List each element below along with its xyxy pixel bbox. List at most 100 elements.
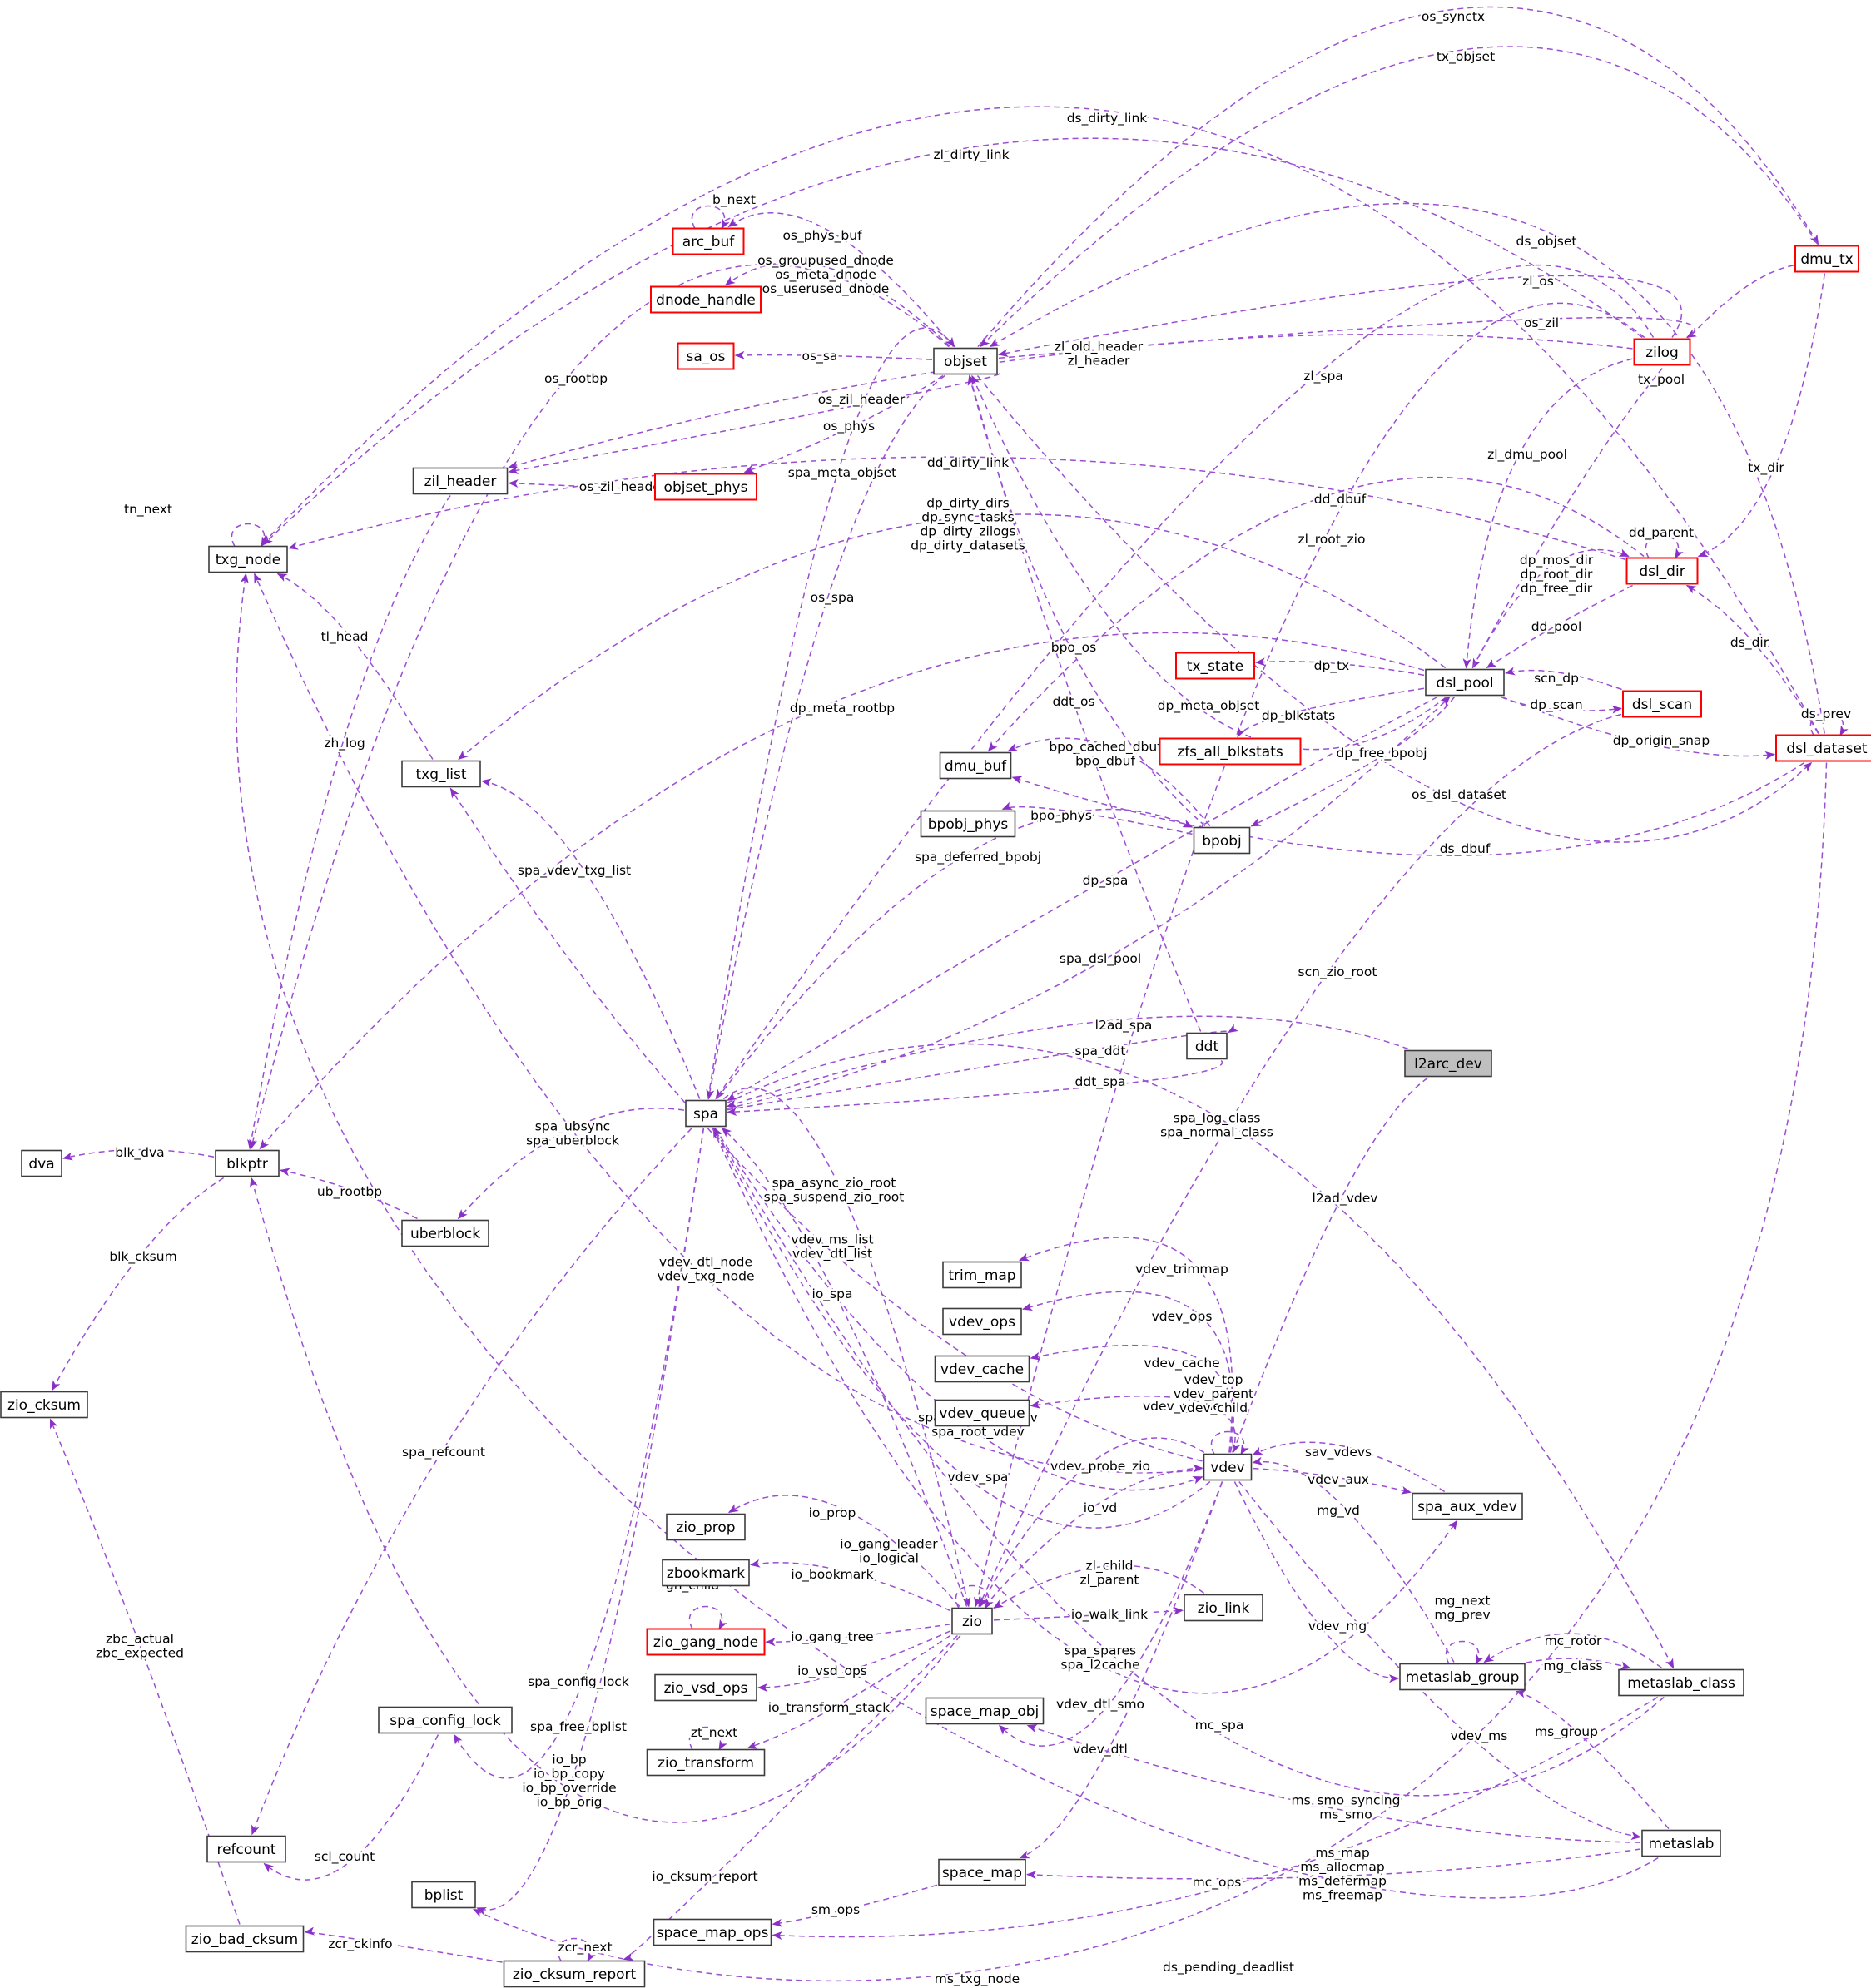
node-vdev[interactable]: vdev — [1203, 1453, 1253, 1481]
node-vdev_cache[interactable]: vdev_cache — [934, 1355, 1030, 1383]
node-box-space_map_ops[interactable] — [653, 1918, 772, 1946]
node-box-uberblock[interactable] — [401, 1219, 489, 1247]
node-box-space_map_obj[interactable] — [925, 1697, 1045, 1725]
node-box-zio_bad_cksum[interactable] — [185, 1925, 305, 1953]
node-box-vdev[interactable] — [1203, 1453, 1253, 1481]
node-bplist[interactable]: bplist — [411, 1881, 476, 1909]
node-bpobj[interactable]: bpobj — [1193, 826, 1251, 855]
node-spa[interactable]: spa — [685, 1099, 727, 1128]
node-refcount[interactable]: refcount — [206, 1835, 286, 1863]
node-box-vdev_ops[interactable] — [942, 1307, 1022, 1336]
node-box-bplist[interactable] — [411, 1881, 476, 1909]
node-metaslab_class[interactable]: metaslab_class — [1618, 1668, 1744, 1697]
node-box-bpobj_phys[interactable] — [920, 810, 1016, 838]
node-box-zbookmark[interactable] — [662, 1559, 750, 1587]
node-dsl_scan[interactable]: dsl_scan — [1622, 690, 1702, 718]
node-box-objset[interactable] — [933, 347, 998, 375]
node-zio_vsd_ops[interactable]: zio_vsd_ops — [654, 1673, 757, 1702]
node-dnode_handle[interactable]: dnode_handle — [650, 285, 762, 314]
node-metaslab[interactable]: metaslab — [1641, 1829, 1721, 1857]
node-box-dnode_handle[interactable] — [650, 285, 762, 314]
node-dmu_tx[interactable]: dmu_tx — [1794, 245, 1859, 273]
node-box-bpobj[interactable] — [1193, 826, 1251, 855]
node-spa_config_lock[interactable]: spa_config_lock — [378, 1706, 513, 1734]
node-space_map[interactable]: space_map — [938, 1858, 1026, 1886]
node-vdev_queue[interactable]: vdev_queue — [934, 1399, 1030, 1427]
node-box-zio_cksum[interactable] — [0, 1391, 88, 1419]
node-space_map_ops[interactable]: space_map_ops — [653, 1918, 772, 1946]
node-box-zio_link[interactable] — [1184, 1594, 1263, 1622]
node-dsl_pool[interactable]: dsl_pool — [1425, 668, 1505, 697]
node-box-zio_vsd_ops[interactable] — [654, 1673, 757, 1702]
node-dsl_dir[interactable]: dsl_dir — [1625, 557, 1699, 585]
node-box-vdev_cache[interactable] — [934, 1355, 1030, 1383]
node-box-metaslab[interactable] — [1641, 1829, 1721, 1857]
node-zio_transform[interactable]: zio_transform — [646, 1748, 766, 1777]
node-box-zio_gang_node[interactable] — [646, 1628, 766, 1656]
node-dmu_buf[interactable]: dmu_buf — [939, 751, 1012, 780]
node-box-dsl_dir[interactable] — [1625, 557, 1699, 585]
node-blkptr[interactable]: blkptr — [215, 1149, 280, 1177]
node-box-dmu_tx[interactable] — [1794, 245, 1859, 273]
node-zilog[interactable]: zilog — [1633, 338, 1691, 366]
node-box-zio_prop[interactable] — [666, 1513, 746, 1541]
node-zio_gang_node[interactable]: zio_gang_node — [646, 1628, 766, 1656]
node-txg_node[interactable]: txg_node — [208, 545, 288, 573]
node-box-sa_os[interactable] — [677, 342, 735, 370]
node-box-objset_phys[interactable] — [654, 473, 757, 501]
node-box-metaslab_group[interactable] — [1399, 1663, 1526, 1691]
node-zio[interactable]: zio — [951, 1607, 993, 1635]
node-bpobj_phys[interactable]: bpobj_phys — [920, 810, 1016, 838]
node-zbookmark[interactable]: zbookmark — [662, 1559, 750, 1587]
node-zio_prop[interactable]: zio_prop — [666, 1513, 746, 1541]
node-box-txg_node[interactable] — [208, 545, 288, 573]
node-arc_buf[interactable]: arc_buf — [672, 227, 745, 255]
node-dva[interactable]: dva — [21, 1149, 62, 1177]
node-txg_list[interactable]: txg_list — [401, 760, 481, 788]
node-sa_os[interactable]: sa_os — [677, 342, 735, 370]
node-box-spa_aux_vdev[interactable] — [1412, 1492, 1523, 1520]
node-box-dva[interactable] — [21, 1149, 62, 1177]
node-box-trim_map[interactable] — [942, 1261, 1022, 1289]
node-box-vdev_queue[interactable] — [934, 1399, 1030, 1427]
node-l2arc_dev[interactable]: l2arc_dev — [1404, 1049, 1492, 1078]
node-zil_header[interactable]: zil_header — [412, 467, 509, 495]
node-space_map_obj[interactable]: space_map_obj — [925, 1697, 1045, 1725]
node-box-zil_header[interactable] — [412, 467, 509, 495]
node-trim_map[interactable]: trim_map — [942, 1261, 1022, 1289]
node-zio_cksum[interactable]: zio_cksum — [0, 1391, 88, 1419]
node-box-l2arc_dev[interactable] — [1404, 1049, 1492, 1078]
node-vdev_ops[interactable]: vdev_ops — [942, 1307, 1022, 1336]
node-zio_bad_cksum[interactable]: zio_bad_cksum — [185, 1925, 305, 1953]
node-box-spa_config_lock[interactable] — [378, 1706, 513, 1734]
node-zfs_all_blkstats[interactable]: zfs_all_blkstats — [1159, 737, 1302, 766]
node-box-zfs_all_blkstats[interactable] — [1159, 737, 1302, 766]
node-zio_cksum_report[interactable]: zio_cksum_report — [503, 1960, 646, 1988]
node-box-dsl_dataset[interactable] — [1775, 734, 1871, 762]
node-box-zio_cksum_report[interactable] — [503, 1960, 646, 1988]
node-box-ddt[interactable] — [1186, 1032, 1228, 1060]
node-box-arc_buf[interactable] — [672, 227, 745, 255]
node-box-dsl_scan[interactable] — [1622, 690, 1702, 718]
node-box-blkptr[interactable] — [215, 1149, 280, 1177]
node-tx_state[interactable]: tx_state — [1175, 652, 1255, 680]
node-objset_phys[interactable]: objset_phys — [654, 473, 757, 501]
node-box-spa[interactable] — [685, 1099, 727, 1128]
node-box-zio[interactable] — [951, 1607, 993, 1635]
node-objset[interactable]: objset — [933, 347, 998, 375]
node-spa_aux_vdev[interactable]: spa_aux_vdev — [1412, 1492, 1523, 1520]
node-dsl_dataset[interactable]: dsl_dataset — [1775, 734, 1871, 762]
node-box-txg_list[interactable] — [401, 760, 481, 788]
node-box-dsl_pool[interactable] — [1425, 668, 1505, 697]
node-box-space_map[interactable] — [938, 1858, 1026, 1886]
node-box-dmu_buf[interactable] — [939, 751, 1012, 780]
node-box-zilog[interactable] — [1633, 338, 1691, 366]
node-uberblock[interactable]: uberblock — [401, 1219, 489, 1247]
node-box-zio_transform[interactable] — [646, 1748, 766, 1777]
node-metaslab_group[interactable]: metaslab_group — [1399, 1663, 1526, 1691]
node-box-tx_state[interactable] — [1175, 652, 1255, 680]
node-zio_link[interactable]: zio_link — [1184, 1594, 1263, 1622]
node-box-metaslab_class[interactable] — [1618, 1668, 1744, 1697]
node-box-refcount[interactable] — [206, 1835, 286, 1863]
node-ddt[interactable]: ddt — [1186, 1032, 1228, 1060]
